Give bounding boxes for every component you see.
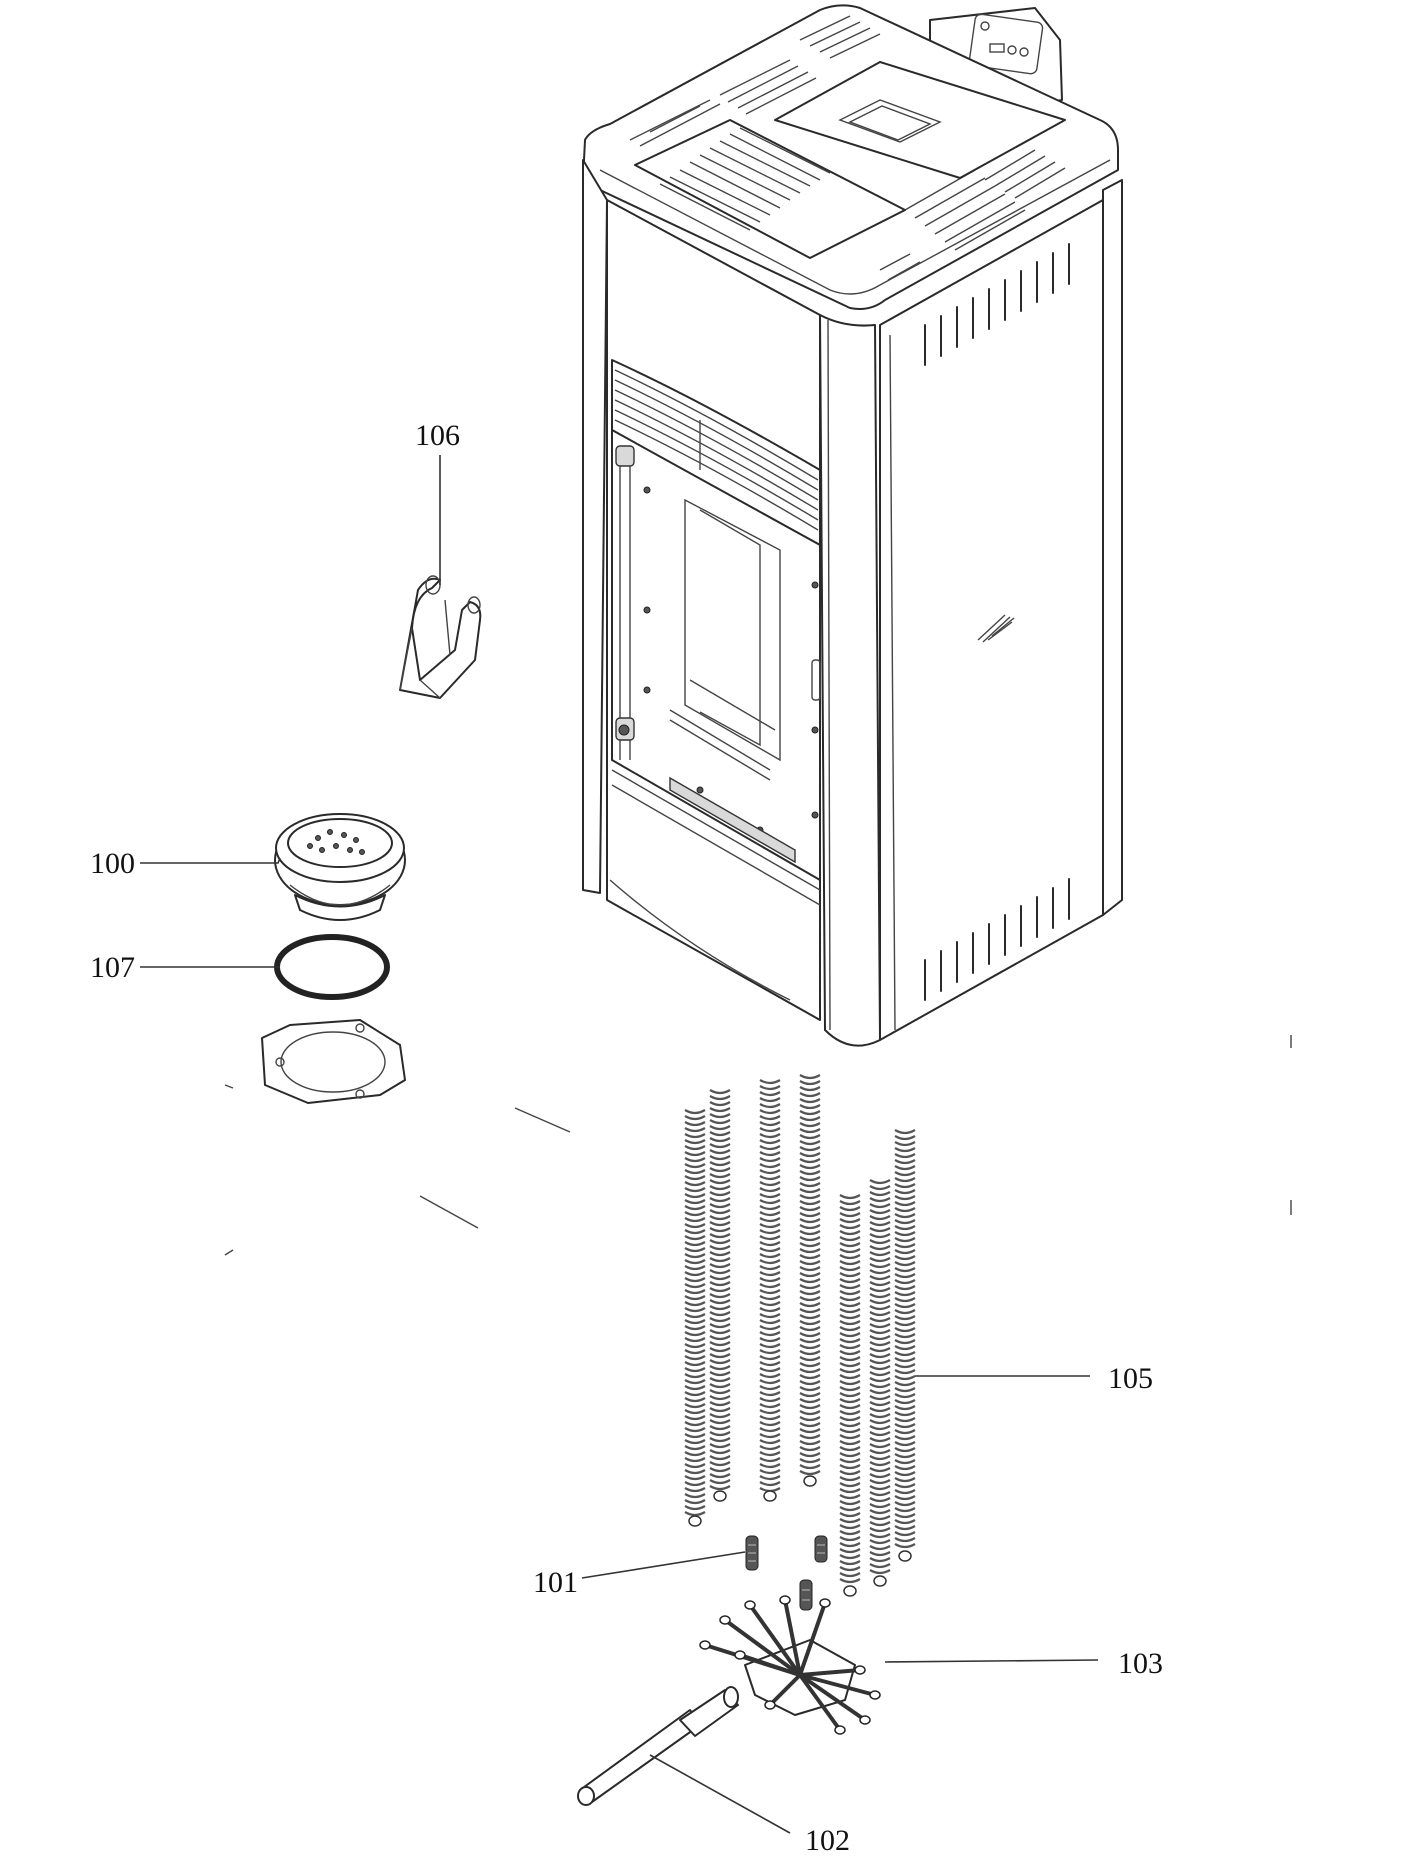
part-labels: 100 107 106 105 101 103 102	[90, 419, 1163, 1857]
star-rod-3	[748, 1603, 802, 1677]
star-rod-2	[723, 1618, 802, 1677]
star-rod-7	[799, 1668, 861, 1677]
star-rod-cap-8	[869, 1690, 881, 1700]
star-rod-5	[798, 1602, 827, 1676]
label-105: 105	[1108, 1362, 1153, 1395]
label-103: 103	[1118, 1647, 1163, 1680]
star-rod-cap-5	[819, 1598, 831, 1608]
part-107-gasket	[274, 934, 390, 1000]
octagonal-plate	[261, 1019, 406, 1104]
part-102-t-rod	[577, 1686, 739, 1806]
part-105-springs	[684, 1074, 916, 1597]
star-rod-cap-10	[834, 1725, 846, 1735]
star-rod-cap-7	[854, 1665, 866, 1675]
star-rod-cap-3	[744, 1600, 756, 1610]
label-101: 101	[533, 1566, 578, 1599]
spring-7	[894, 1129, 916, 1562]
stove-body	[582, 4, 1123, 1047]
star-rod-4	[783, 1599, 802, 1676]
star-rod-11	[768, 1673, 802, 1707]
spring-4	[799, 1074, 821, 1487]
guide-lines	[224, 1035, 1292, 1256]
star-rod-9	[798, 1673, 867, 1722]
label-102: 102	[805, 1824, 850, 1857]
spring-3	[759, 1079, 781, 1502]
star-rod-cap-9	[859, 1715, 871, 1725]
label-107: 107	[90, 951, 135, 984]
spring-2	[709, 1089, 731, 1502]
part-106-bracket	[399, 575, 482, 699]
star-rod-8	[799, 1673, 876, 1697]
star-rod-cap-1	[699, 1640, 711, 1650]
star-rod-cap-2	[719, 1615, 731, 1625]
star-rod-cap-4	[779, 1595, 791, 1605]
star-rod-6	[739, 1653, 801, 1677]
star-rod-10	[798, 1673, 842, 1732]
part-101-spacers	[745, 1535, 828, 1611]
spring-6	[869, 1179, 891, 1587]
spring-5	[839, 1194, 861, 1597]
part-100-burn-pot	[274, 813, 406, 921]
star-rod-cap-6	[734, 1650, 746, 1660]
part-103-star-bracket	[699, 1595, 881, 1735]
star-rod-cap-11	[764, 1700, 776, 1710]
spring-1	[684, 1109, 706, 1527]
label-100: 100	[90, 847, 135, 880]
label-106: 106	[415, 419, 460, 452]
leader-lines	[140, 455, 1099, 1834]
